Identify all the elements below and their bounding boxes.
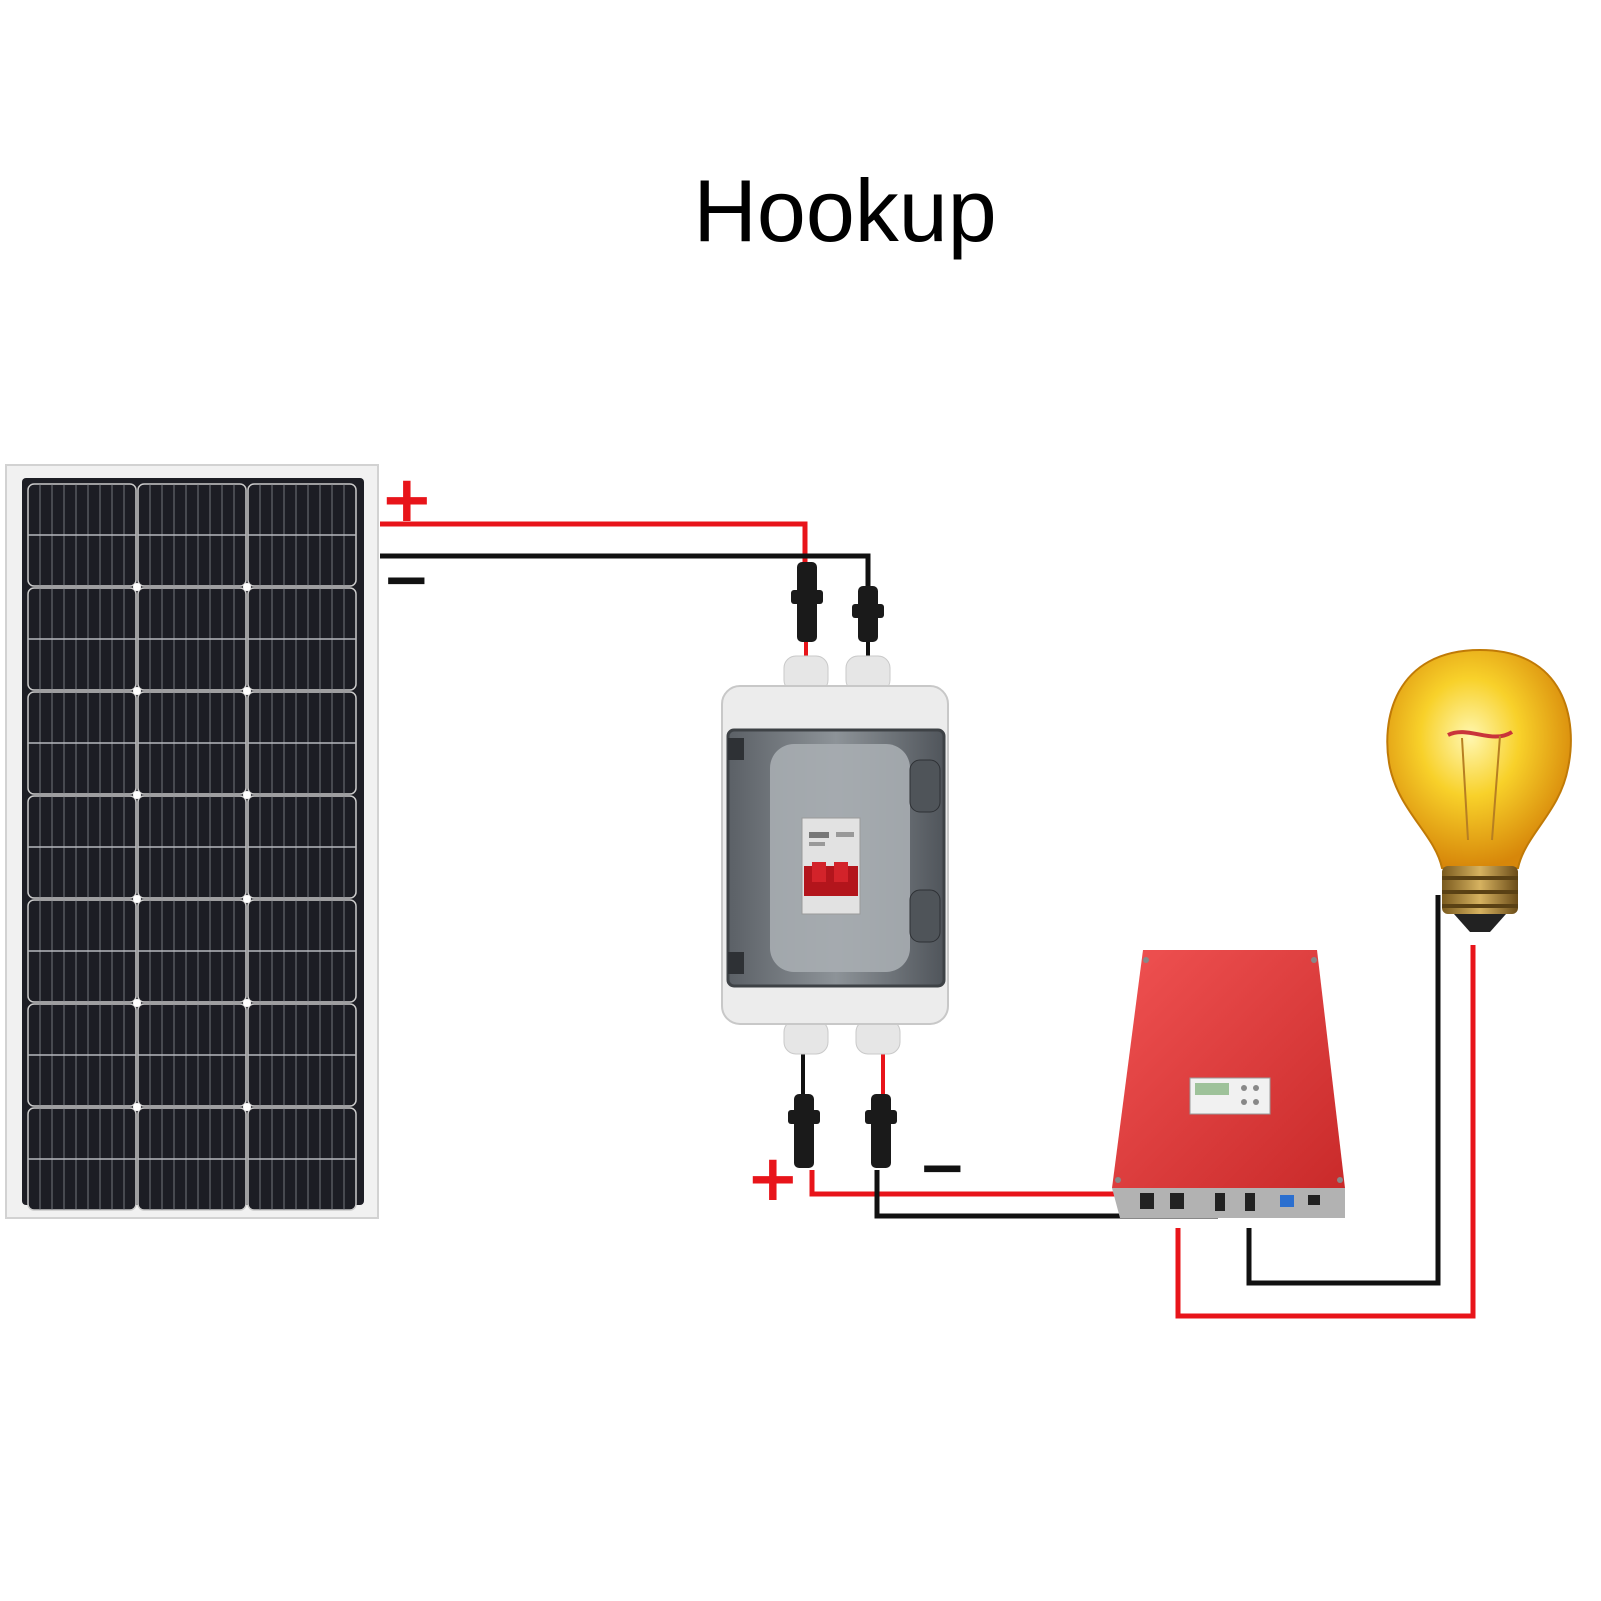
cell-junction-dot xyxy=(133,687,141,695)
cell-junction-dot xyxy=(133,1103,141,1111)
cell-junction-dot xyxy=(243,895,251,903)
cell-junction-dot xyxy=(133,791,141,799)
output-positive-sign: + xyxy=(746,1142,800,1216)
combiner-box xyxy=(721,655,949,1055)
inverter xyxy=(1112,950,1345,1218)
ac-black-wire xyxy=(1246,895,1441,1286)
panel-negative-sign: − xyxy=(382,545,431,613)
cell-junction-dot xyxy=(133,895,141,903)
cell-junction-dot xyxy=(133,583,141,591)
output-negative-sign: − xyxy=(918,1133,967,1201)
panel-positive-sign: + xyxy=(380,463,434,537)
ac-red-wire xyxy=(1175,945,1476,1319)
mc4-connectors xyxy=(788,562,897,1168)
cell-junction-dot xyxy=(243,583,251,591)
light-bulb xyxy=(1386,648,1572,932)
panel-cell-grid xyxy=(27,483,357,1211)
dc-positive-wire xyxy=(809,1170,1134,1197)
cell-junction-dot xyxy=(133,999,141,1007)
cell-junction-dot xyxy=(243,687,251,695)
solar-panel xyxy=(5,464,379,1219)
cell-junction-dot xyxy=(243,1103,251,1111)
panel-positive-wire xyxy=(380,521,808,565)
cell-junction-dot xyxy=(243,791,251,799)
page-title: Hookup xyxy=(693,161,997,260)
panel-negative-wire xyxy=(380,553,871,590)
dc-negative-wire xyxy=(874,1170,1218,1219)
cell-junction-dot xyxy=(243,999,251,1007)
